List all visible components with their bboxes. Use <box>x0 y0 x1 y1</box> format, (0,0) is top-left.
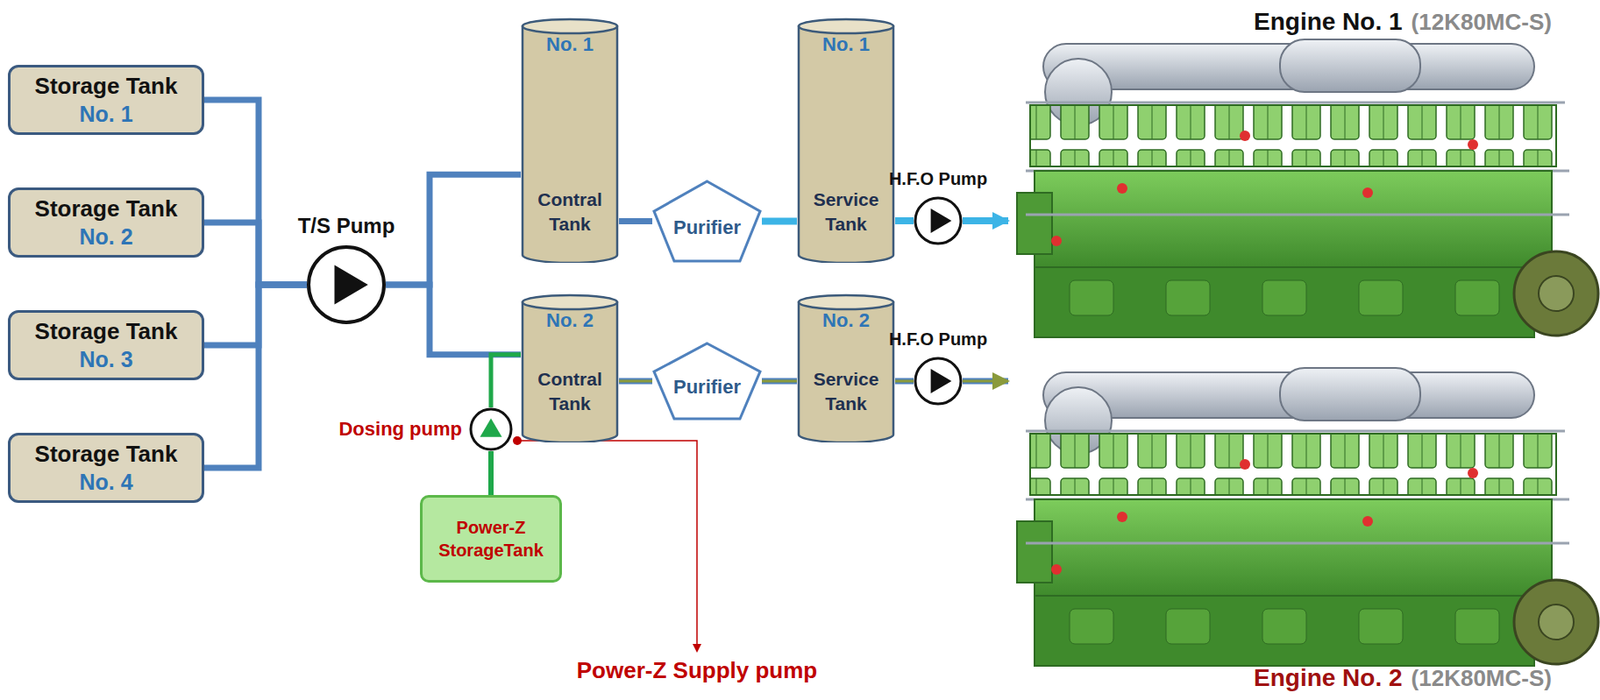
storage-tank: Storage TankNo. 3 <box>7 310 205 381</box>
node-text: H.F.O Pump <box>888 329 988 350</box>
pump-circle <box>913 196 963 246</box>
storage-tank: Storage TankNo. 1 <box>7 64 205 136</box>
pipe-line <box>385 174 521 285</box>
pump-symbol: H.F.O Pump <box>913 196 963 246</box>
cylinder-tank: No. 2 Contral Tank <box>520 293 619 443</box>
engine-label: Engine No. 1 (12K80MC-S) <box>1253 7 1561 36</box>
node-text: Storage Tank <box>17 317 195 346</box>
pipe-line <box>895 381 914 383</box>
cylinder-tank: No. 2 Service Tank <box>796 293 896 443</box>
node-text: Purifier <box>659 216 755 240</box>
node-text: No. 4 <box>17 468 195 497</box>
node-text: Contral Tank <box>526 187 614 237</box>
pipe-line <box>895 220 914 222</box>
engine-illustration <box>1016 368 1599 667</box>
node-text: (12K80MC-S) <box>1411 665 1552 693</box>
node-text: Storage Tank <box>17 194 195 223</box>
storage-tank: Storage TankNo. 4 <box>7 433 205 504</box>
pipe-line <box>490 355 521 408</box>
pipe-line <box>761 381 797 383</box>
node-text: Power-Z StorageTank <box>429 516 553 562</box>
node-text: H.F.O Pump <box>888 169 988 190</box>
node-text: No. 1 <box>17 99 195 128</box>
pipe-line <box>962 381 1009 383</box>
pump-symbol: H.F.O Pump <box>913 356 963 406</box>
pipe-line <box>618 220 653 222</box>
pump-circle <box>469 407 513 452</box>
pipe-line <box>761 220 797 222</box>
node-text: No. 1 <box>802 33 890 57</box>
purifier: Purifier <box>652 179 762 264</box>
pump-circle <box>306 245 386 325</box>
additive-tank: Power-Z StorageTank <box>419 495 562 584</box>
node-text: Purifier <box>659 376 755 399</box>
node-text: (12K80MC-S) <box>1411 8 1552 36</box>
node-text: No. 1 <box>526 33 614 57</box>
node-text: Dosing pump <box>338 418 463 441</box>
cylinder-tank: No. 1 Contral Tank <box>520 17 619 264</box>
node-text: No. 2 <box>526 309 614 333</box>
node-text: No. 2 <box>17 222 195 251</box>
node-text: Service Tank <box>802 367 890 417</box>
pump-circle <box>913 356 963 406</box>
storage-tank: Storage TankNo. 2 <box>7 187 205 258</box>
engine-illustration <box>1016 39 1599 338</box>
node-text: Engine No. 1 <box>1253 7 1403 36</box>
pipe-line <box>204 99 307 285</box>
pipe-line <box>618 381 653 383</box>
pipe-line <box>962 220 1009 222</box>
engine: Engine No. 2(12K80MC-S) <box>1008 368 1587 662</box>
node-text: Storage Tank <box>17 71 195 100</box>
pump-symbol: T/S Pump <box>306 245 386 325</box>
node-text: No. 3 <box>17 345 195 374</box>
purifier: Purifier <box>652 341 762 421</box>
pipe-line <box>204 284 307 469</box>
node-text: Engine No. 2 <box>1253 664 1403 693</box>
engine-label: Engine No. 2 (12K80MC-S) <box>1253 664 1561 693</box>
node-text: Contral Tank <box>526 367 614 417</box>
engine: Engine No. 1(12K80MC-S) <box>1008 39 1587 342</box>
cylinder-tank: No. 1 Service Tank <box>796 17 896 264</box>
node-text: Storage Tank <box>17 440 195 469</box>
pipe-line <box>490 451 492 496</box>
node-text: Service Tank <box>802 187 890 237</box>
pump-symbol: Dosing pump <box>469 407 513 452</box>
node-text: T/S Pump <box>298 213 396 239</box>
pipe-line <box>204 222 307 285</box>
leader-dot <box>512 436 522 446</box>
node-text: No. 2 <box>802 309 890 333</box>
pipe-line <box>385 284 521 356</box>
callout-label: Power-Z Supply pump <box>576 657 818 685</box>
